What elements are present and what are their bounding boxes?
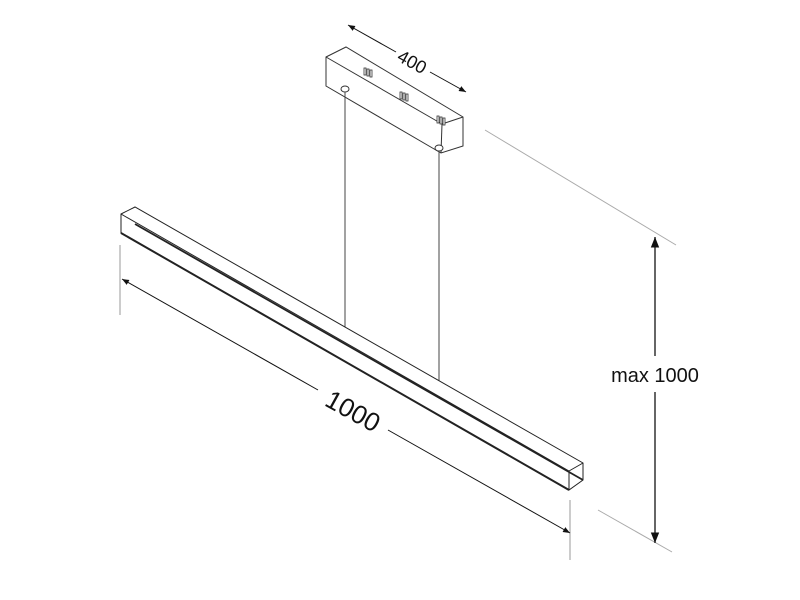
max-height-label: max 1000 [611, 365, 699, 387]
canopy-length-label: 400 [394, 46, 430, 78]
cable-fixing-left [340, 85, 350, 93]
suspension-wires [344, 92, 440, 384]
cable-fixing-right [434, 144, 444, 152]
dimension-max-height: max 1000 [484, 129, 699, 553]
light-bar [120, 206, 584, 491]
canopy-vent-slots [363, 67, 446, 126]
bar-length-label: 1000 [320, 384, 385, 438]
